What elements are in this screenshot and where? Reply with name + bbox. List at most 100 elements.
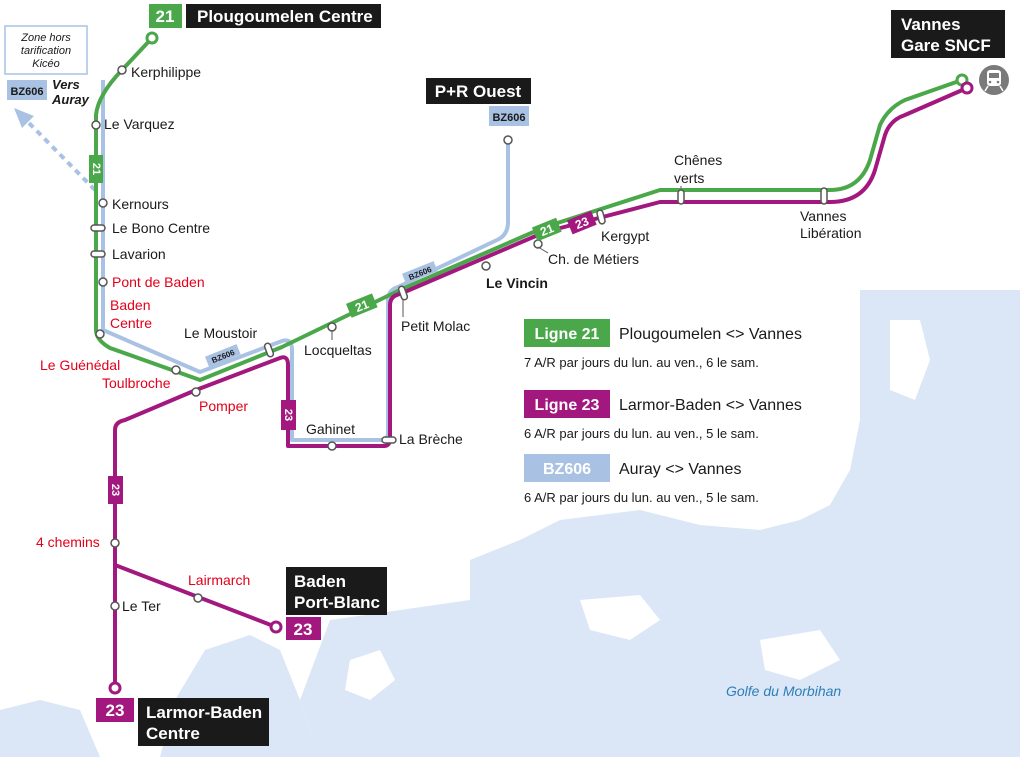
label-kernours: Kernours [112, 196, 169, 212]
svg-text:23: 23 [573, 214, 591, 232]
svg-text:Gare SNCF: Gare SNCF [901, 36, 991, 55]
stop-ch-de-metiers[interactable] [533, 239, 543, 249]
svg-text:Ligne 21: Ligne 21 [535, 326, 600, 343]
label-vannes-liberation-2: Libération [800, 225, 862, 241]
line-23-tag-vertical-south: 23 [108, 476, 123, 504]
bz606-arrow-head [14, 108, 34, 128]
terminus-pr-ouest[interactable]: P+R Ouest [426, 78, 531, 104]
stop-pont-de-baden[interactable] [98, 277, 108, 287]
svg-text:Baden: Baden [294, 572, 346, 591]
line-23-tag-east: 23 [566, 210, 597, 235]
stop-le-bono[interactable] [90, 224, 106, 232]
label-gahinet: Gahinet [306, 421, 355, 437]
gulf-water [0, 290, 1020, 757]
stop-pomper[interactable] [191, 387, 201, 397]
svg-text:P+R Ouest: P+R Ouest [435, 82, 522, 101]
svg-text:23: 23 [106, 701, 125, 720]
legend-row-23: Ligne 23 Larmor-Baden <> Vannes 6 A/R pa… [524, 390, 802, 441]
stop-le-moustoir[interactable] [263, 342, 275, 358]
label-le-bono: Le Bono Centre [112, 220, 210, 236]
svg-text:Kicéo: Kicéo [32, 58, 60, 70]
terminus-vannes-gare[interactable]: Vannes Gare SNCF [891, 10, 1005, 58]
label-le-vincin: Le Vincin [486, 275, 548, 291]
terminus-baden-port-blanc[interactable]: Baden Port-Blanc 23 [286, 567, 387, 640]
label-chenes-verts-1: Chênes [674, 152, 722, 168]
svg-text:BZ606: BZ606 [543, 461, 591, 478]
terminus-dot-larmor[interactable] [108, 681, 122, 695]
svg-text:Auray <> Vannes: Auray <> Vannes [619, 461, 741, 478]
svg-text:Zone hors: Zone hors [20, 32, 71, 44]
stop-pr-ouest[interactable] [503, 135, 513, 145]
legend-badge-21 [524, 319, 610, 347]
label-kerphilippe: Kerphilippe [131, 64, 201, 80]
terminus-dot-port-blanc[interactable] [269, 620, 283, 634]
svg-text:BZ606: BZ606 [10, 86, 43, 98]
stop-baden-centre[interactable] [95, 329, 105, 339]
label-le-guenedal: Le Guénédal [40, 357, 120, 373]
svg-text:Larmor-Baden: Larmor-Baden [146, 703, 262, 722]
stop-lairmarch[interactable] [193, 593, 203, 603]
stop-gahinet[interactable] [327, 441, 337, 451]
train-icon [979, 65, 1009, 95]
label-chenes-verts-2: verts [674, 170, 704, 186]
label-vannes-liberation-1: Vannes [800, 208, 846, 224]
bz606-to-auray-arrow-line [26, 120, 97, 192]
label-le-ter: Le Ter [122, 598, 161, 614]
stop-kerphilippe[interactable] [117, 65, 127, 75]
leader-ch-de-metiers [537, 246, 549, 254]
label-petit-molac: Petit Molac [401, 318, 470, 334]
label-pont-de-baden: Pont de Baden [112, 274, 205, 290]
stop-chenes-verts[interactable] [677, 189, 685, 205]
svg-text:21: 21 [156, 7, 175, 26]
label-baden-centre-2: Centre [110, 315, 152, 331]
stop-vannes-liberation[interactable] [820, 187, 828, 205]
vers-label: Vers [52, 77, 80, 92]
stop-labels: Kerphilippe Le Varquez Kernours Le Bono … [36, 64, 862, 614]
gulf-islands [345, 320, 930, 700]
line-21-tag-center: 21 [346, 293, 378, 318]
water-label: Golfe du Morbihan [726, 683, 841, 699]
svg-text:BZ606: BZ606 [492, 112, 525, 124]
stop-le-vincin[interactable] [481, 261, 491, 271]
stop-kergypt[interactable] [596, 209, 606, 225]
stop-la-breche[interactable] [381, 436, 397, 444]
legend-row-bz606: BZ606 Auray <> Vannes 6 A/R par jours du… [524, 454, 759, 505]
stop-toulbroche[interactable] [171, 365, 181, 375]
terminus-larmor-baden[interactable]: 23 Larmor-Baden Centre [96, 698, 269, 746]
svg-text:tarification: tarification [21, 45, 71, 57]
svg-text:Vannes: Vannes [901, 15, 961, 34]
svg-text:21: 21 [538, 221, 556, 239]
svg-text:21: 21 [353, 297, 371, 315]
label-le-moustoir: Le Moustoir [184, 325, 257, 341]
terminus-dot-vannes-23[interactable] [960, 81, 974, 95]
stop-le-varquez[interactable] [91, 120, 101, 130]
label-locqueltas: Locqueltas [304, 342, 372, 358]
legend: Ligne 21 Plougoumelen <> Vannes 7 A/R pa… [524, 319, 802, 505]
label-lairmarch: Lairmarch [188, 572, 250, 588]
svg-text:Port-Blanc: Port-Blanc [294, 593, 380, 612]
svg-text:Plougoumelen <> Vannes: Plougoumelen <> Vannes [619, 326, 802, 343]
stop-kernours[interactable] [98, 198, 108, 208]
svg-text:6 A/R par jours du lun. au ven: 6 A/R par jours du lun. au ven., 5 le sa… [524, 426, 759, 441]
legend-badge-23 [524, 390, 610, 418]
terminus-dot-plougoumelen[interactable] [145, 31, 159, 45]
terminus-plougoumelen[interactable]: 21 Plougoumelen Centre [149, 4, 381, 28]
svg-text:Ligne 23: Ligne 23 [535, 397, 600, 414]
svg-text:Plougoumelen Centre: Plougoumelen Centre [197, 7, 373, 26]
line-21-tag-east: 21 [531, 217, 562, 242]
label-le-varquez: Le Varquez [104, 116, 175, 132]
stop-petit-molac[interactable] [397, 285, 409, 301]
svg-text:Larmor-Baden <> Vannes: Larmor-Baden <> Vannes [619, 397, 802, 414]
auray-label: Auray [51, 92, 90, 107]
line-23-tag-vertical-gahinet: 23 [281, 400, 296, 430]
svg-text:23: 23 [109, 484, 121, 496]
bz606-tag-pr-ouest: BZ606 [489, 106, 529, 126]
stop-le-ter[interactable] [110, 601, 120, 611]
stop-lavarion[interactable] [90, 250, 106, 258]
stop-locqueltas[interactable] [327, 322, 337, 332]
legend-badge-bz606 [524, 454, 610, 482]
stop-4-chemins[interactable] [110, 538, 120, 548]
label-la-breche: La Brèche [399, 431, 463, 447]
legend-row-21: Ligne 21 Plougoumelen <> Vannes 7 A/R pa… [524, 319, 802, 370]
